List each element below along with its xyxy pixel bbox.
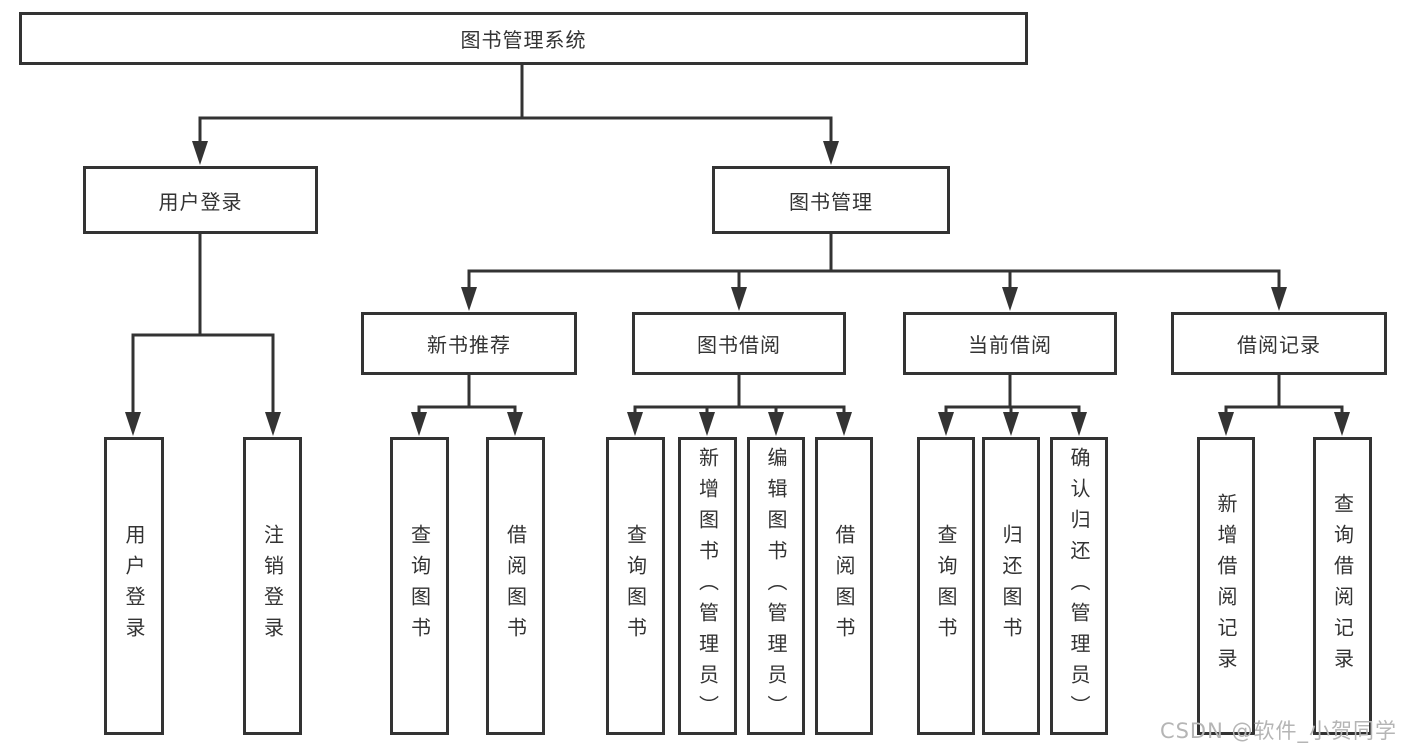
leaf-current-query-books-label: 查询图书 [934,524,958,648]
leaf-add-borrow-record: 新增借阅记录 [1197,437,1255,735]
leaf-add-books-admin: 新增图书（管理员） [678,437,737,735]
leaf-add-borrow-record-label: 新增借阅记录 [1214,493,1238,679]
leaf-recommend-query-books-label: 查询图书 [407,524,432,648]
node-book-management: 图书管理 [712,166,950,234]
leaf-user-login-label: 用户登录 [122,524,146,648]
node-current-borrow: 当前借阅 [903,312,1117,375]
leaf-borrow-query-books: 查询图书 [606,437,665,735]
node-new-book-recommend: 新书推荐 [361,312,577,375]
leaf-recommend-query-books: 查询图书 [390,437,449,735]
leaf-recommend-borrow-books: 借阅图书 [486,437,545,735]
leaf-borrow-books-label: 借阅图书 [832,524,856,648]
node-root-label: 图书管理系统 [460,28,587,52]
leaf-logout-label: 注销登录 [260,524,285,648]
node-book-borrow-label: 图书借阅 [697,333,781,357]
leaf-borrow-query-books-label: 查询图书 [623,524,648,648]
leaf-return-books: 归还图书 [982,437,1040,735]
leaf-current-query-books: 查询图书 [917,437,975,735]
node-book-borrow: 图书借阅 [632,312,846,375]
leaf-edit-books-admin: 编辑图书（管理员） [747,437,805,735]
node-borrow-records-label: 借阅记录 [1237,333,1321,357]
leaf-confirm-return-admin-label: 确认归还（管理员） [1067,446,1091,726]
node-new-book-recommend-label: 新书推荐 [427,333,511,357]
node-user-login-label: 用户登录 [158,189,243,214]
node-borrow-records: 借阅记录 [1171,312,1387,375]
node-user-login: 用户登录 [83,166,318,234]
leaf-add-books-admin-label: 新增图书（管理员） [695,446,720,726]
leaf-logout: 注销登录 [243,437,302,735]
leaf-user-login: 用户登录 [104,437,164,735]
node-current-borrow-label: 当前借阅 [968,333,1052,357]
leaf-confirm-return-admin: 确认归还（管理员） [1050,437,1108,735]
csdn-watermark: CSDN @软件_小贺同学 [1159,719,1397,743]
leaf-borrow-books: 借阅图书 [815,437,873,735]
leaf-recommend-borrow-books-label: 借阅图书 [503,524,528,648]
leaf-edit-books-admin-label: 编辑图书（管理员） [764,446,788,726]
node-root: 图书管理系统 [19,12,1028,65]
node-book-management-label: 图书管理 [789,189,873,214]
leaf-return-books-label: 归还图书 [999,524,1023,648]
leaf-query-borrow-record: 查询借阅记录 [1313,437,1372,735]
leaf-query-borrow-record-label: 查询借阅记录 [1330,493,1355,679]
